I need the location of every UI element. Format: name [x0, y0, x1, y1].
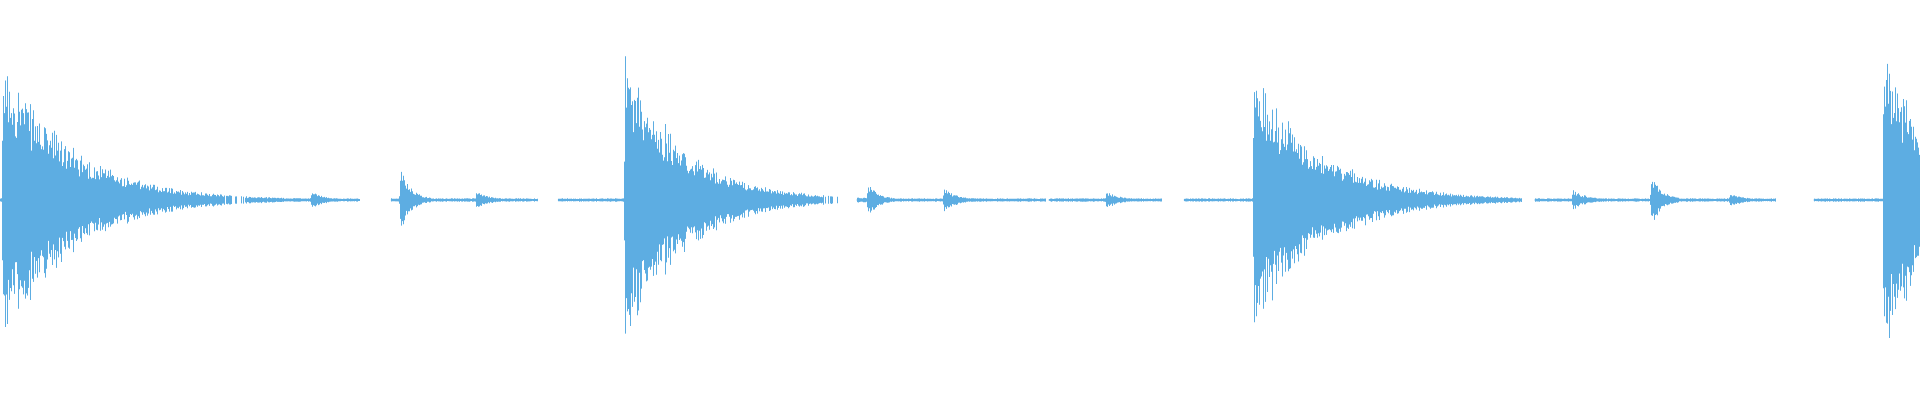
waveform-signal — [0, 56, 1920, 338]
